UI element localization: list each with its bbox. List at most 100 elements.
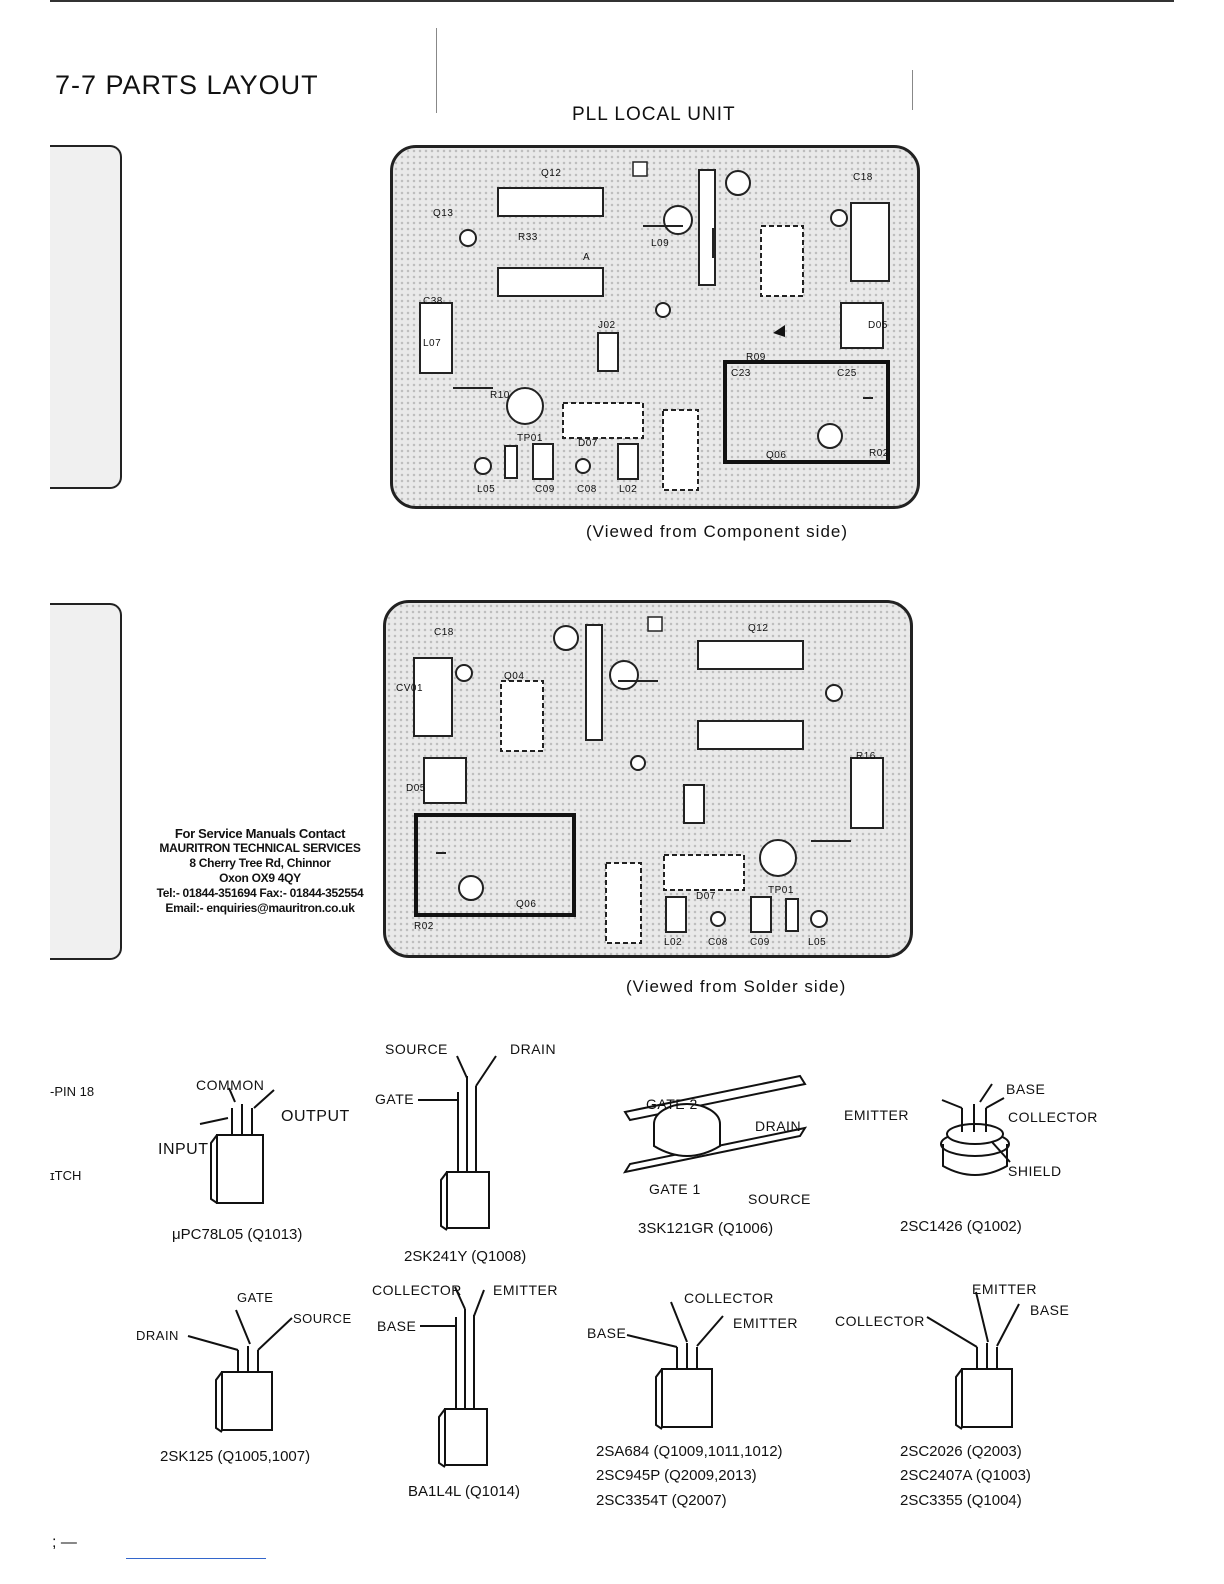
part-label-2sk241y: 2SK241Y (Q1008) [404, 1248, 527, 1265]
pin-label-collector: COLLECTOR [372, 1282, 462, 1298]
ba1l4l-package [420, 1286, 488, 1468]
pin-label-emitter: EMITTER [733, 1315, 798, 1331]
board-label: CV01 [396, 683, 424, 694]
board-label: TP01 [517, 433, 543, 444]
top-rule [50, 0, 1174, 2]
board-label: R33 [518, 232, 538, 243]
pin-label-output: OUTPUT [281, 1108, 350, 1125]
left-edge-strip-top [50, 145, 122, 489]
board-label: Q06 [766, 450, 787, 461]
service-contact-block: For Service Manuals Contact MAURITRON TE… [150, 826, 370, 916]
pin-label-source: SOURCE [293, 1311, 352, 1326]
board-label: C09 [535, 484, 555, 495]
part-label-2sc3355: 2SC3355 (Q1004) [900, 1492, 1022, 1509]
pin-label-gate2: GATE 2 [646, 1096, 698, 1112]
pcb-component-traces [419, 161, 890, 491]
part-label-2sc945p: 2SC945P (Q2009,2013) [596, 1467, 757, 1484]
part-label-2sc3354t: 2SC3354T (Q2007) [596, 1492, 727, 1509]
part-label-2sc2026: 2SC2026 (Q2003) [900, 1443, 1022, 1460]
board-label: R02 [414, 921, 434, 932]
pin-label-input: INPUT [158, 1141, 209, 1158]
board-label: R10 [490, 390, 510, 401]
pin-label-emitter: EMITTER [972, 1281, 1037, 1297]
part-label-ba1l4l: BA1L4L (Q1014) [408, 1483, 521, 1500]
device-pinout-drawings [187, 1055, 1020, 1468]
board-label: C18 [853, 172, 873, 183]
pin-label-base: BASE [377, 1318, 417, 1334]
2sc1426-package [940, 1083, 1011, 1176]
board-label: Q13 [433, 208, 454, 219]
board-label: Q04 [504, 671, 525, 682]
part-label-2sk125: 2SK125 (Q1005,1007) [160, 1448, 311, 1465]
pin-label-shield: SHIELD [1008, 1163, 1062, 1179]
divider-line [436, 28, 437, 113]
board-label: D07 [696, 891, 716, 902]
contact-address: 8 Cherry Tree Rd, Chinnor [189, 856, 331, 870]
board-label: Q06 [516, 899, 537, 910]
pin-label-collector: COLLECTOR [684, 1290, 774, 1306]
pcb-component-side: Q12 Q13 R33 A L09 C18 C38 L07 J02 D05 R0… [390, 145, 920, 509]
board-label: D05 [868, 320, 888, 331]
contact-company: MAURITRON TECHNICAL SERVICES [159, 841, 361, 855]
board-label: L09 [651, 238, 670, 249]
left-edge-strip-bottom [50, 603, 122, 960]
board-label: L02 [619, 484, 638, 495]
pin-label-drain: DRAIN [136, 1328, 179, 1343]
pcb-solder-traces [413, 616, 884, 944]
board-label: C38 [423, 296, 443, 307]
board-label: C18 [434, 627, 454, 638]
pin-label-source: SOURCE [748, 1191, 811, 1207]
pin-label-emitter: EMITTER [844, 1107, 909, 1123]
board-label: L02 [664, 937, 683, 948]
part-label-2sa684: 2SA684 (Q1009,1011,1012) [596, 1443, 783, 1460]
board-label: R02 [869, 448, 889, 459]
caption-component-side: (Viewed from Component side) [586, 522, 849, 541]
footer-link-line [126, 1558, 266, 1559]
page-number: ; — [52, 1534, 77, 1551]
board-label: L05 [477, 484, 496, 495]
upc78l05-package [199, 1087, 275, 1204]
pcb-solder-side: C18 Q12 CV01 Q04 D05 R16 D07 L02 C08 C09… [383, 600, 913, 958]
board-label: C08 [577, 484, 597, 495]
board-label: Q12 [748, 623, 769, 634]
pin-label-drain: DRAIN [510, 1041, 557, 1057]
part-label-upc78l05: μPC78L05 (Q1013) [172, 1226, 303, 1243]
board-label: J02 [598, 320, 616, 331]
pin-label-emitter: EMITTER [493, 1282, 558, 1298]
pin-label-gate: GATE [375, 1091, 415, 1107]
pin-label-base: BASE [1030, 1302, 1070, 1318]
caption-solder-side: (Viewed from Solder side) [626, 977, 847, 996]
board-label: R09 [746, 352, 766, 363]
left-edge-tch-text: ɪTCH [50, 1168, 82, 1183]
board-label: TP01 [768, 885, 794, 896]
pin-label-gate: GATE [237, 1290, 274, 1305]
3sk121gr-package [622, 1074, 808, 1174]
pin-label-source: SOURCE [385, 1041, 448, 1057]
contact-heading: For Service Manuals Contact [174, 826, 346, 841]
pin-label-collector: COLLECTOR [835, 1313, 925, 1329]
2sc2026-package [926, 1291, 1020, 1430]
board-label: C25 [837, 368, 857, 379]
pin-label-common: COMMON [196, 1077, 265, 1093]
board-label: R16 [856, 751, 876, 762]
board-label: D05 [406, 783, 426, 794]
left-edge-pin-text: -PIN 18 [50, 1084, 95, 1099]
part-label-2sc1426: 2SC1426 (Q1002) [900, 1218, 1022, 1235]
contact-email: Email:- enquiries@mauritron.co.uk [165, 901, 355, 915]
pin-label-collector: COLLECTOR [1008, 1109, 1098, 1125]
contact-phone: Tel:- 01844-351694 Fax:- 01844-352554 [156, 886, 364, 900]
2sk125-package [187, 1309, 293, 1433]
2sk241y-package [418, 1055, 497, 1231]
contact-postcode: Oxon OX9 4QY [219, 871, 301, 885]
board-label: A [583, 252, 591, 263]
board-label: Q12 [541, 168, 562, 179]
unit-title: PLL LOCAL UNIT [572, 104, 736, 125]
board-label: D07 [578, 438, 598, 449]
board-label: L05 [808, 937, 827, 948]
board-label: L07 [423, 338, 442, 349]
divider-line [912, 70, 913, 110]
board-label: C08 [708, 937, 728, 948]
part-label-2sc2407a: 2SC2407A (Q1003) [900, 1467, 1031, 1484]
section-title: 7-7 PARTS LAYOUT [55, 70, 319, 100]
pin-label-base: BASE [1006, 1081, 1046, 1097]
